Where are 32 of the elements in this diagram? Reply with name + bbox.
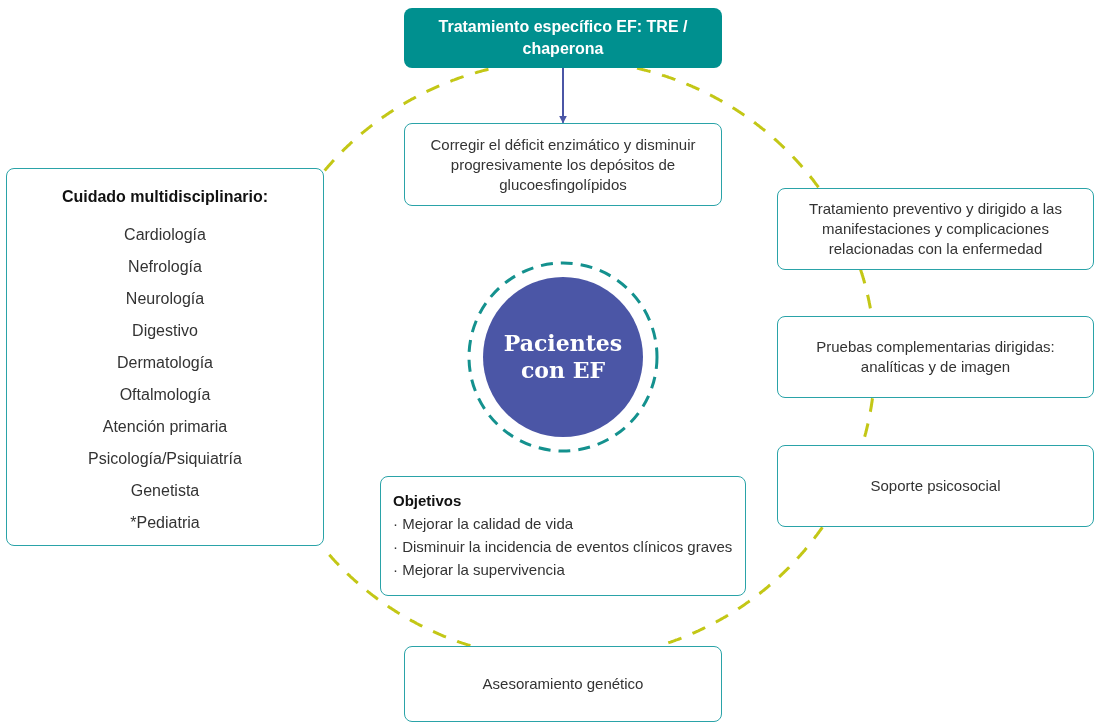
team-box [6, 168, 324, 546]
specialty-text: Cardiología [124, 225, 206, 245]
header-text: Tratamiento específico EF: TRE / chaperona [437, 17, 689, 59]
box-text: Pruebas complementarias dirigidas: analíticas y de imagen [815, 337, 1056, 377]
specialty-text: Neurología [125, 289, 205, 309]
specialty-text: Psicología/Psiquiatría [88, 449, 242, 469]
specialty-text: Dermatología [116, 353, 213, 373]
bullet-text: · Disminuir la incidencia de eventos clínicos graves [393, 537, 733, 557]
box-text: Soporte psicosocial [870, 476, 1001, 496]
specialty-text: Nefrología [128, 257, 202, 277]
specialty-text: Atención primaria [102, 417, 228, 437]
bullet-text: · Mejorar la supervivencia [393, 560, 565, 580]
box-heading: Objetivos [393, 491, 462, 511]
specialty-text: Oftalmología [119, 385, 211, 405]
text-box [777, 445, 1094, 527]
box-text: Asesoramiento genético [482, 674, 644, 694]
bullet-text: · Mejorar la calidad de vida [393, 514, 574, 534]
box-heading: Cuidado multidisciplinario: [61, 187, 269, 207]
box-text: Tratamiento preventivo y dirigido a las manifestaciones y complicaciones relacionadas con la enfermedad [808, 199, 1063, 259]
circle-label: Pacientes con EF [502, 329, 624, 385]
box-text: Corregir el déficit enzimático y disminuir progresivamente los depósitos de glucoesfingolípidos [429, 134, 697, 195]
text-box [777, 188, 1094, 270]
specialty-text: *Pediatria [130, 513, 200, 533]
text-box [404, 646, 722, 722]
objectives-box [380, 476, 746, 596]
text-box [404, 123, 722, 206]
arrow [559, 67, 567, 124]
header-box [404, 8, 722, 68]
text-box [777, 316, 1094, 398]
dashed-connector [636, 66, 820, 189]
specialty-text: Digestivo [132, 321, 198, 341]
specialty-text: Genetista [130, 481, 200, 501]
